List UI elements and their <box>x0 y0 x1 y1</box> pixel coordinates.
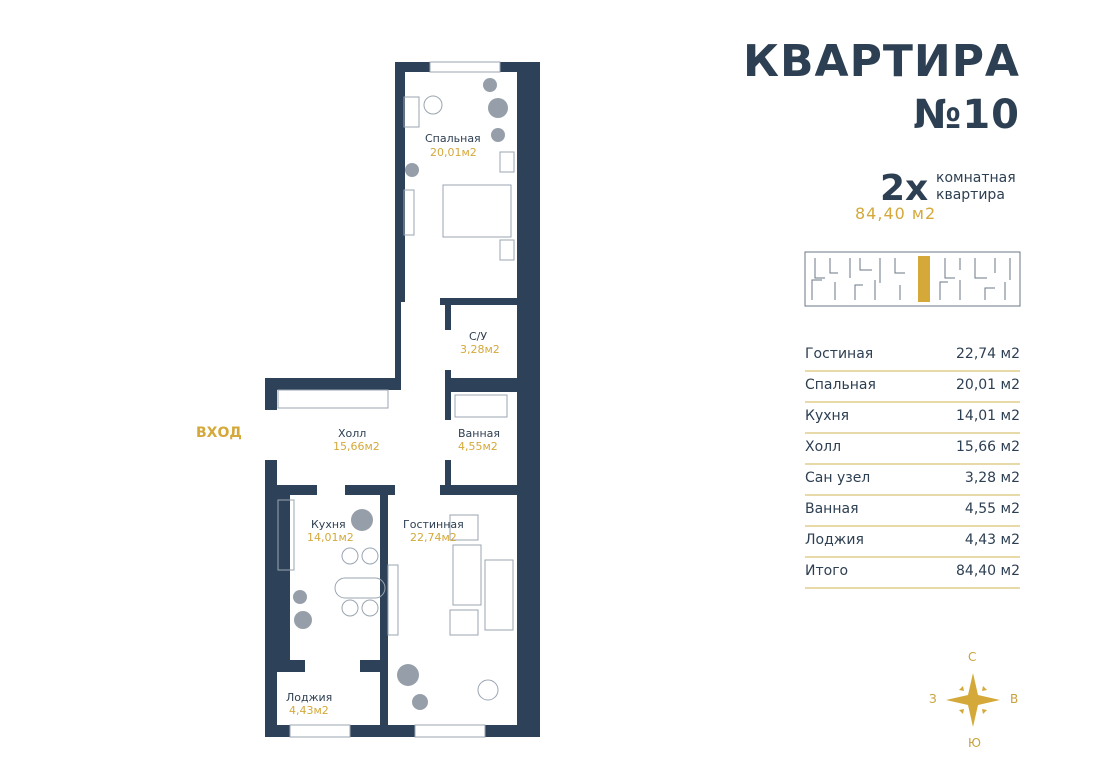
apartment-number: №10 <box>913 92 1020 138</box>
compass-icon <box>946 673 1000 727</box>
table-row: Холл 15,66 м2 <box>805 435 1020 465</box>
room-name: С/У <box>469 330 487 343</box>
row-label: Ванная <box>805 501 859 517</box>
table-row: Гостиная 22,74 м2 <box>805 342 1020 372</box>
table-row: Сан узел 3,28 м2 <box>805 466 1020 496</box>
row-value: 4,43 м2 <box>964 532 1020 548</box>
room-name: Гостинная <box>403 518 464 531</box>
furniture <box>277 95 515 701</box>
room-area: 22,74м2 <box>410 531 457 544</box>
row-value: 4,55 м2 <box>964 501 1020 517</box>
entry-label: ВХОД <box>196 425 242 441</box>
row-label: Кухня <box>805 408 850 424</box>
room-name: Лоджия <box>286 691 332 704</box>
room-area: 20,01м2 <box>430 146 477 159</box>
row-label: Холл <box>805 439 842 455</box>
walls <box>265 62 540 737</box>
row-label: Итого <box>805 563 849 579</box>
room-area: 14,01м2 <box>307 531 354 544</box>
row-value: 22,74 м2 <box>956 346 1020 362</box>
room-count-line2: квартира <box>936 187 1005 203</box>
room-count-line1: комнатная <box>936 170 1016 186</box>
building-key-plan <box>804 251 1021 307</box>
table-row: Кухня 14,01 м2 <box>805 404 1020 434</box>
room-name: Кухня <box>311 518 346 531</box>
row-label: Спальная <box>805 377 876 393</box>
row-value: 14,01 м2 <box>956 408 1020 424</box>
room-name: Ванная <box>458 427 500 440</box>
room-area: 4,55м2 <box>458 440 498 453</box>
table-row: Лоджия 4,43 м2 <box>805 528 1020 558</box>
row-label: Гостиная <box>805 346 874 362</box>
areas-table: Гостиная 22,74 м2 Спальная 20,01 м2 Кухня 1… <box>805 342 1020 590</box>
compass-north: С <box>968 650 977 664</box>
row-label: Лоджия <box>805 532 864 548</box>
room-name: Холл <box>338 427 366 440</box>
row-value: 15,66 м2 <box>956 439 1020 455</box>
compass-east: В <box>1010 692 1019 706</box>
compass-west: З <box>929 692 937 706</box>
plants <box>293 78 508 710</box>
room-area: 4,43м2 <box>289 704 329 717</box>
row-value: 3,28 м2 <box>964 470 1020 486</box>
room-count-value: 2х <box>880 168 929 209</box>
total-area: 84,40 м2 <box>855 204 937 223</box>
page-title: КВАРТИРА <box>743 36 1020 87</box>
room-name: Спальная <box>425 132 481 145</box>
table-row: Спальная 20,01 м2 <box>805 373 1020 403</box>
table-row-total: Итого 84,40 м2 <box>805 559 1020 589</box>
table-row: Ванная 4,55 м2 <box>805 497 1020 527</box>
row-label: Сан узел <box>805 470 871 486</box>
compass-south: Ю <box>968 736 981 750</box>
room-labels: Спальная 20,01м2 С/У 3,28м2 Холл 15,66м2… <box>286 132 500 717</box>
apartment-highlight <box>918 256 930 302</box>
room-area: 3,28м2 <box>460 343 500 356</box>
windows <box>289 61 501 738</box>
row-value: 84,40 м2 <box>956 563 1020 579</box>
room-area: 15,66м2 <box>333 440 380 453</box>
row-value: 20,01 м2 <box>956 377 1020 393</box>
